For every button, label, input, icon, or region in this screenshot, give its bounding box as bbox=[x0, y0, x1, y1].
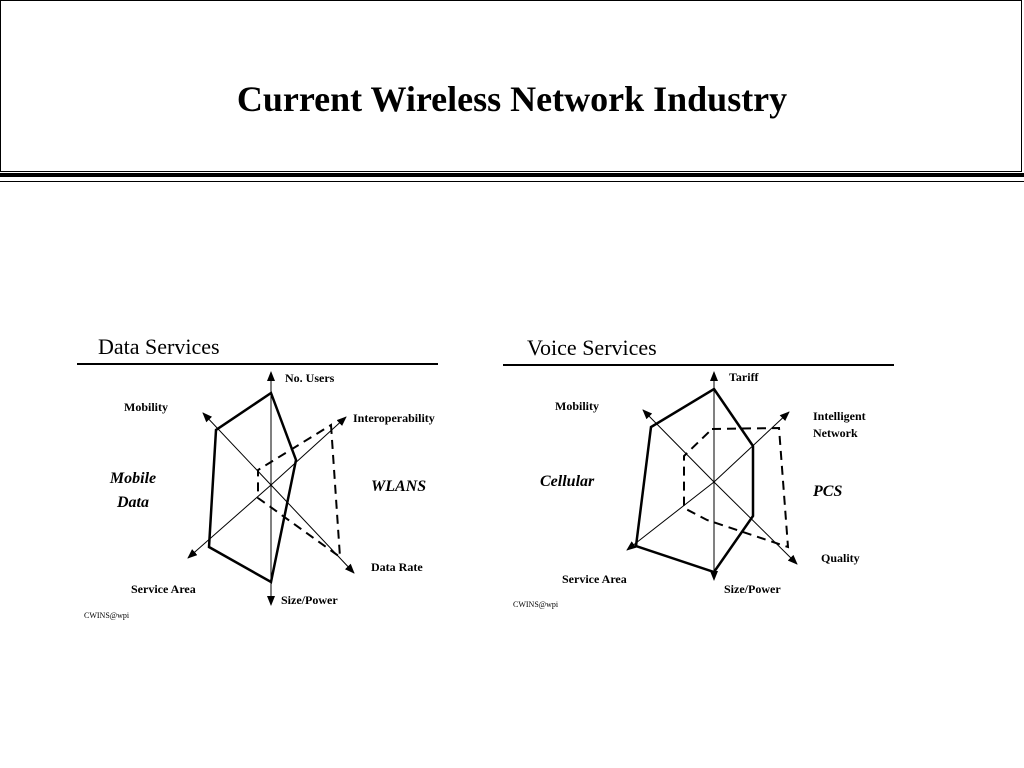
label-size-power: Size/Power bbox=[281, 593, 338, 607]
header-rule-thin bbox=[0, 181, 1024, 182]
pcs-polygon bbox=[683, 426, 790, 549]
label-service-area: Service Area bbox=[131, 582, 196, 596]
label-pcs: PCS bbox=[812, 483, 842, 500]
label-data-rate: Data Rate bbox=[371, 560, 423, 574]
page-title: Current Wireless Network Industry bbox=[236, 79, 788, 119]
label-tariff: Tariff bbox=[729, 370, 760, 384]
label-cellular: Cellular bbox=[540, 473, 595, 490]
axis-mobility bbox=[202, 412, 272, 486]
label-mobility: Mobility bbox=[124, 400, 168, 414]
axis-service-area bbox=[187, 484, 272, 559]
cellular-polygon bbox=[634, 387, 755, 574]
voice-services-heading: Voice Services bbox=[527, 335, 657, 360]
label-mobile-data-line1: Mobile bbox=[109, 470, 156, 487]
data-services-heading: Data Services bbox=[98, 334, 220, 359]
axis-quality bbox=[713, 481, 798, 565]
mobile-data-polygon bbox=[207, 391, 298, 584]
label-voice-mobility: Mobility bbox=[555, 399, 599, 413]
voice-services-credit: CWINS@wpi bbox=[513, 600, 559, 609]
header-rule-thick bbox=[0, 173, 1024, 177]
label-quality: Quality bbox=[821, 551, 860, 565]
label-no-users: No. Users bbox=[285, 371, 335, 385]
axis-interoperability bbox=[270, 416, 347, 486]
label-interoperability: Interoperability bbox=[353, 411, 435, 425]
data-services-diagram: Data Services No. Users Interoperability… bbox=[77, 334, 438, 620]
wlans-polygon bbox=[257, 423, 342, 560]
label-wlans: WLANS bbox=[371, 478, 426, 495]
title-box bbox=[0, 0, 1022, 172]
axis-data-rate bbox=[270, 484, 355, 574]
voice-services-diagram: Voice Services Tariff Intelligent Networ… bbox=[503, 335, 894, 609]
label-intelligent-network-line1: Intelligent bbox=[813, 409, 866, 423]
label-voice-size-power: Size/Power bbox=[724, 582, 781, 596]
label-mobile-data-line2: Data bbox=[116, 494, 149, 511]
axis-voice-mobility bbox=[642, 409, 715, 483]
data-services-credit: CWINS@wpi bbox=[84, 611, 130, 620]
label-voice-service-area: Service Area bbox=[562, 572, 627, 586]
axis-voice-service-area bbox=[626, 481, 715, 551]
label-intelligent-network-line2: Network bbox=[813, 426, 858, 440]
axis-intelligent-network bbox=[713, 411, 790, 483]
